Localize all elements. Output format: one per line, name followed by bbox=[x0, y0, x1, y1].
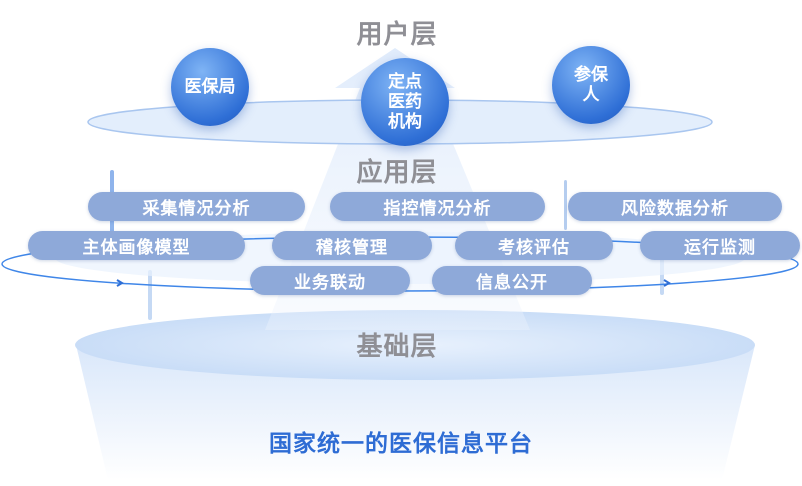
base-cylinder bbox=[76, 345, 755, 480]
node-label: 参保人 bbox=[574, 65, 608, 105]
app-item: 指控情况分析 bbox=[330, 192, 545, 221]
app-item: 考核评估 bbox=[455, 231, 613, 260]
base-top bbox=[75, 310, 755, 380]
app-item: 稽核管理 bbox=[272, 231, 432, 260]
node-medical-insurance-bureau: 医保局 bbox=[171, 48, 249, 126]
app-item: 信息公开 bbox=[432, 266, 592, 295]
foundation-layer-title: 基础层 bbox=[356, 332, 438, 362]
node-insured-person: 参保人 bbox=[552, 46, 630, 124]
app-item: 业务联动 bbox=[250, 266, 410, 295]
app-item: 主体画像模型 bbox=[28, 231, 245, 260]
app-item: 运行监测 bbox=[640, 231, 800, 260]
node-label: 定点医药机构 bbox=[388, 72, 422, 132]
application-layer-title: 应用层 bbox=[356, 158, 438, 188]
app-item: 风险数据分析 bbox=[568, 192, 782, 221]
platform-label: 国家统一的医保信息平台 bbox=[269, 431, 533, 457]
node-designated-medical-institution: 定点医药机构 bbox=[361, 58, 449, 146]
app-item: 采集情况分析 bbox=[88, 192, 305, 221]
node-label: 医保局 bbox=[184, 77, 236, 97]
user-layer-title: 用户层 bbox=[356, 20, 438, 50]
